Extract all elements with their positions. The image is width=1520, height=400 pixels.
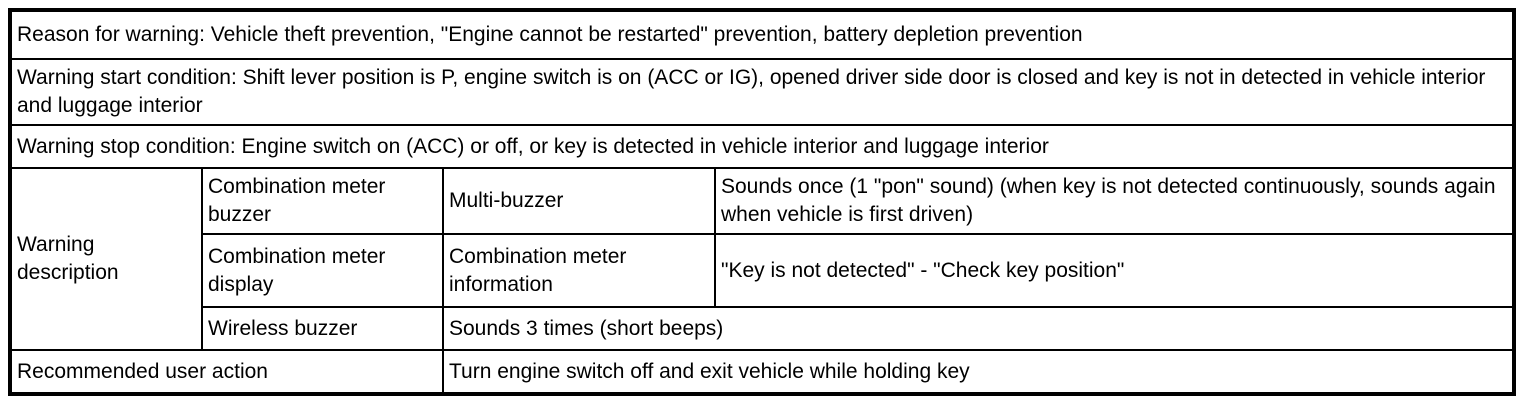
warning-description-row-display: Combination meter display Combination me… <box>10 233 1516 308</box>
warning-behavior-cell: Sounds 3 times (short beeps) <box>441 306 1516 351</box>
start-condition-row: Warning start condition: Shift lever pos… <box>8 58 1516 126</box>
warning-behavior-cell: "Key is not detected" - "Check key posit… <box>713 233 1516 308</box>
warning-behavior-cell: Sounds once (1 "pon" sound) (when key is… <box>713 167 1516 235</box>
reason-row: Reason for warning: Vehicle theft preven… <box>8 9 1516 60</box>
warning-description-row-wireless: Wireless buzzer Sounds 3 times (short be… <box>10 306 1516 351</box>
recommended-action-value-cell: Turn engine switch off and exit vehicle … <box>441 349 1516 395</box>
warning-device-cell: Combination meter buzzer <box>201 167 444 235</box>
stop-condition-row: Warning stop condition: Engine switch on… <box>8 124 1516 169</box>
reason-cell: Reason for warning: Vehicle theft preven… <box>8 9 1516 60</box>
stop-condition-cell: Warning stop condition: Engine switch on… <box>8 124 1516 169</box>
warning-device-cell: Combination meter display <box>201 233 444 308</box>
warning-channel-cell: Multi-buzzer <box>442 167 716 235</box>
recommended-action-label-cell: Recommended user action <box>9 349 444 395</box>
warning-spec-table: Reason for warning: Vehicle theft preven… <box>8 8 1517 396</box>
warning-device-cell: Wireless buzzer <box>201 306 444 351</box>
warning-description-row-buzzer: Warning description Combination meter bu… <box>9 167 1516 351</box>
warning-description-label-cell: Warning description <box>9 167 203 351</box>
warning-channel-cell: Combination meter information <box>442 233 716 308</box>
start-condition-cell: Warning start condition: Shift lever pos… <box>8 58 1516 126</box>
recommended-action-row: Recommended user action Turn engine swit… <box>9 349 1516 395</box>
